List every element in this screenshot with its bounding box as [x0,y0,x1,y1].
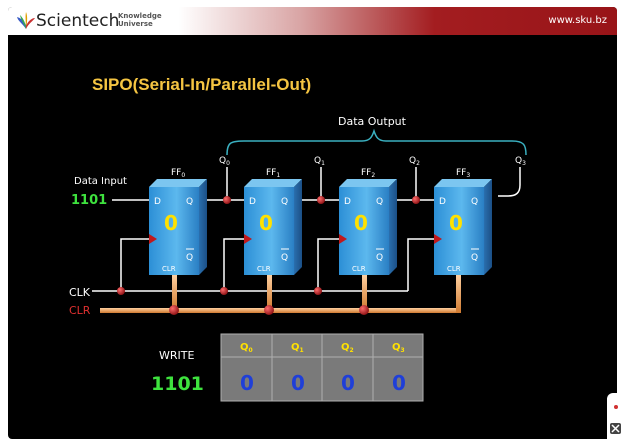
ff0-state: 0 [164,211,178,235]
diagram-title: SIPO(Serial-In/Parallel-Out) [92,75,311,94]
data-output-label: Data Output [338,115,407,128]
table-header-q3: Q3 [392,342,405,354]
brand-tagline: Knowledge Universe [118,12,162,28]
data-input-label: Data Input [74,176,127,187]
data-output-bracket [226,128,527,156]
table-value-q2: 0 [341,371,355,395]
ff2-pin-qbar: Q [376,253,383,263]
ff2-pin-q: Q [376,197,383,207]
table-header-q0: Q0 [240,342,253,354]
flipflop-3: FF3 D Q 0 Q CLR [434,168,492,275]
q0-output-label: Q0 [219,156,230,167]
data-input-value: 1101 [71,193,107,208]
output-table: Q0 Q1 Q2 Q3 0 0 0 0 [220,333,424,402]
flipflop-2: FF2 D Q 0 Q CLR [339,168,397,275]
flipflop-0: FF0 D Q 0 Q CLR [149,168,207,275]
slide-frame: Scientech Knowledge Universe www.sku.bz [8,7,617,439]
q2-output-label: Q2 [409,156,420,167]
tagline-line-1: Knowledge [118,12,162,20]
ff0-pin-clr: CLR [162,265,176,273]
ff3-state: 0 [449,211,463,235]
ff2-label: FF2 [361,168,375,179]
ff3-pin-qbar: Q [471,253,478,263]
write-value: 1101 [151,373,204,395]
clk-label: CLK [69,286,91,299]
ff2-pin-clr: CLR [352,265,366,273]
clr-label: CLR [69,304,91,317]
table-value-q1: 0 [291,371,305,395]
ff2-pin-d: D [344,197,351,207]
table-value-q3: 0 [392,371,406,395]
website-link[interactable]: www.sku.bz [548,15,607,26]
ff3-pin-q: Q [471,197,478,207]
brand-name: Scientech [36,11,120,31]
table-header-q2: Q2 [341,342,354,354]
ff3-label: FF3 [456,168,470,179]
table-value-q0: 0 [240,371,254,395]
ff1-pin-d: D [249,197,256,207]
ff3-pin-clr: CLR [447,265,461,273]
side-tool-tab[interactable] [607,393,623,439]
dot-icon [614,405,618,409]
flipflop-1: FF1 D Q 0 Q CLR [244,168,302,275]
ff1-pin-clr: CLR [257,265,271,273]
table-header-q1: Q1 [291,342,304,354]
clr-bus [100,275,461,313]
toolbar-icons [610,405,621,434]
ff1-state: 0 [259,211,273,235]
ff0-pin-q: Q [186,197,193,207]
ff1-label: FF1 [266,168,280,179]
ff2-state: 0 [354,211,368,235]
ff3-pin-d: D [439,197,446,207]
ff1-pin-qbar: Q [281,253,288,263]
header-bar: Scientech Knowledge Universe www.sku.bz [8,7,617,35]
ff1-pin-q: Q [281,197,288,207]
ff0-label: FF0 [171,168,185,179]
write-label: WRITE [159,349,194,362]
ff0-pin-d: D [154,197,161,207]
scientech-logo-icon [17,12,35,29]
ff0-pin-qbar: Q [186,253,193,263]
tagline-line-2: Universe [118,20,153,28]
q3-output-label: Q3 [515,156,526,167]
q1-output-label: Q1 [314,156,325,167]
sipo-diagram: SIPO(Serial-In/Parallel-Out) Data Output… [69,75,527,402]
junction-nodes [117,196,420,315]
